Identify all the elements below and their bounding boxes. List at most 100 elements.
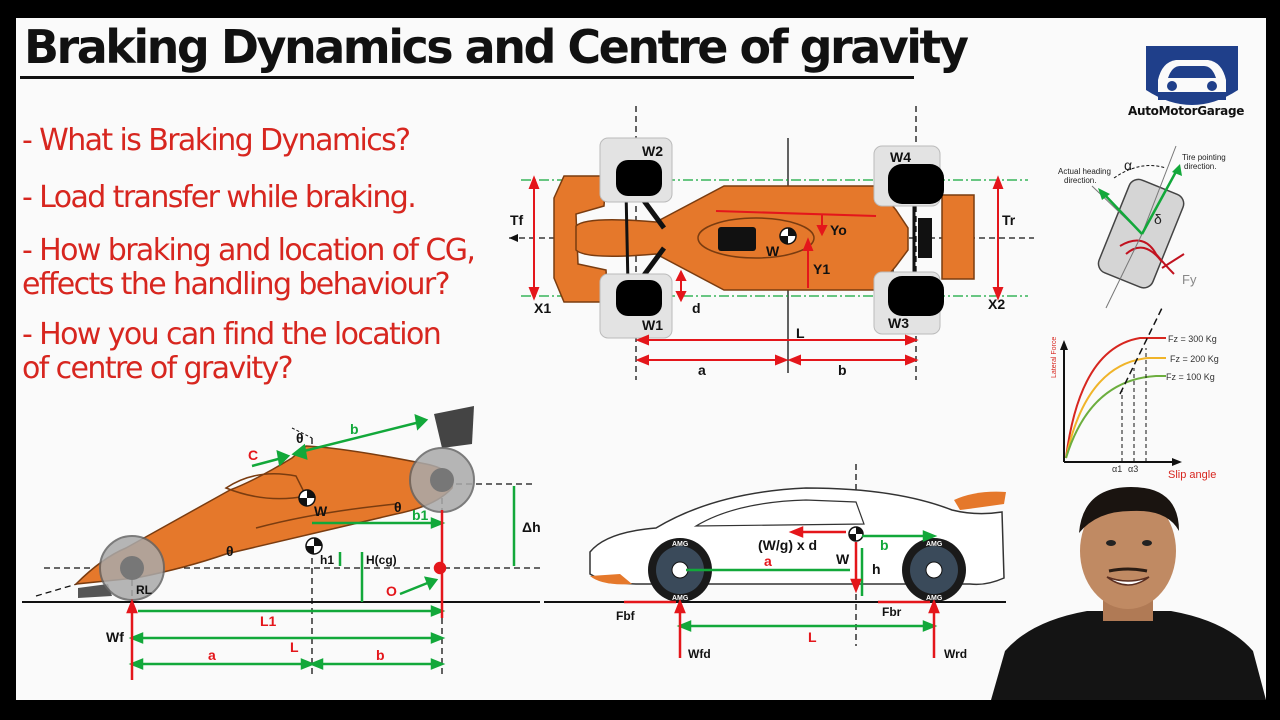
tire-pointing-label-1: Tire pointing [1182,153,1226,162]
curve-fz-200 [1065,357,1166,459]
dim-d-arrow-bottom [675,291,687,303]
bullet-what-is-braking: - What is Braking Dynamics? [22,123,411,158]
side-wf-label: Wf [106,629,124,645]
side-hcg-label: H(cg) [366,553,397,567]
road-wfd-label: Wfd [688,647,711,661]
wheel-w2 [616,160,662,196]
road-w-label: W [836,551,850,567]
title-underline [20,76,914,79]
tire-heading-label-1: Actual heading [1058,167,1111,176]
road-wg-label: (W/g) x d [758,537,817,553]
chart-xlabel: Slip angle [1168,469,1216,481]
road-L-arrow-right [922,620,938,632]
road-wrd-arrowhead [928,598,940,614]
top-view-diagram: W2 W4 W1 W3 Tf Tr X1 X2 Yo Y1 W d L a b [509,106,1034,380]
tire-pointing-arrowhead [1172,164,1182,176]
tire-fy: Fy [1182,272,1197,287]
label-top-L: L [796,325,805,341]
presenter-eye-right [1142,540,1152,546]
legend-fz-300: Fz = 300 Kg [1168,334,1217,344]
label-w3: W3 [888,315,909,331]
road-rear-amg-top: AMG [926,541,943,548]
car-logo-icon [1146,46,1238,105]
dim-L-arrow-right [905,334,919,346]
label-top-a: a [698,362,706,378]
side-theta-ref [291,427,313,439]
side-view-diagram: θ b C W b1 θ θ Δh h1 H(cg) O RL Wf L1 a … [22,406,542,680]
side-o-arrowhead [423,576,439,591]
label-top-b: b [838,362,847,378]
label-tf: Tf [510,212,524,228]
side-L1-arrowhead [430,605,446,617]
road-b-label: b [880,537,889,553]
side-wf-arrowhead [126,598,138,614]
top-centerline-arrow [509,234,518,242]
road-green-dims [676,530,938,632]
side-b-top-arrowhead-left [291,443,308,460]
side-front-wing [78,584,112,598]
tire-slip-diagram: α δ Actual heading direction. Tire point… [1058,145,1226,309]
side-b-arrow-left [308,658,324,670]
front-axle-bar [624,189,630,287]
side-L-label: L [290,639,299,655]
road-car-spoiler [954,491,1006,510]
tire-heading-arrow [1101,191,1143,235]
chart-y-axis-arrow [1060,340,1068,350]
side-cg2-marker-fill [306,538,322,554]
top-dimensions [528,175,1004,366]
presenter-shirt [991,611,1266,700]
top-cg-marker-fill [780,228,796,244]
tire-axis-pointing [1141,145,1177,235]
side-delta-h-label: Δh [522,519,541,535]
side-theta-mid: θ [394,499,402,515]
legend-fz-200: Fz = 200 Kg [1170,354,1219,364]
road-car-window [693,499,865,527]
side-L-arrow-right [430,632,446,644]
chart-x-axis-arrow [1172,458,1182,466]
road-front-amg-top: AMG [672,541,689,548]
side-b1-arrowhead [430,517,446,529]
road-red-forces [624,526,940,658]
road-L-label: L [808,629,817,645]
road-rear-hub [925,561,943,579]
bullet-load-transfer: - Load transfer while braking. [22,180,417,215]
side-theta-low: θ [226,543,234,559]
tire-axis-lower [1105,233,1143,309]
side-c-arrowhead [276,450,291,467]
label-y1: Y1 [813,261,830,277]
dim-tr-arrow-bottom [992,287,1004,301]
tire-heading-label-2: direction. [1064,176,1096,185]
road-front-hub [671,561,689,579]
road-car-body [589,487,1006,602]
whiteboard: Braking Dynamics and Centre of gravity -… [16,18,1266,700]
label-x2: X2 [988,296,1005,312]
side-red-forces [126,510,447,680]
road-wrd-label: Wrd [944,647,967,661]
road-wfd-arrowhead [674,598,686,614]
side-c-label: C [248,447,258,463]
tire-alpha: α [1124,157,1132,173]
dim-a-arrow-left [635,354,649,366]
tire-fy-arrow [1161,253,1185,269]
road-front-amg-bottom: AMG [672,595,689,602]
side-b-top [299,420,421,454]
tire-delta: δ [1154,211,1162,227]
label-w2: W2 [642,143,663,159]
presenter-smile [1106,576,1150,586]
chart-peak-line [1119,307,1163,395]
road-fbr-label: Fbr [882,605,902,619]
side-b1-label: b1 [412,507,429,523]
side-theta-top: θ [296,430,304,446]
side-red-point [433,561,447,575]
page-title: Braking Dynamics and Centre of gravity [24,20,969,74]
bullet-find-cg-line1: - How you can find the location [22,317,442,352]
bullet-cg-handling: - How braking and location of CG, effect… [22,233,476,302]
side-sidepod [255,503,397,529]
bullet-cg-handling-line1: - How braking and location of CG, [22,233,476,268]
logo-text: AutoMotorGarage [1128,104,1245,118]
side-b-top-arrowhead [414,414,429,431]
presenter-hair [1079,487,1179,533]
wheel-w1 [616,280,662,316]
road-car-diagram: (W/g) x d b a W h Fbf Fbr Wfd Wrd L AMG … [544,464,1006,661]
